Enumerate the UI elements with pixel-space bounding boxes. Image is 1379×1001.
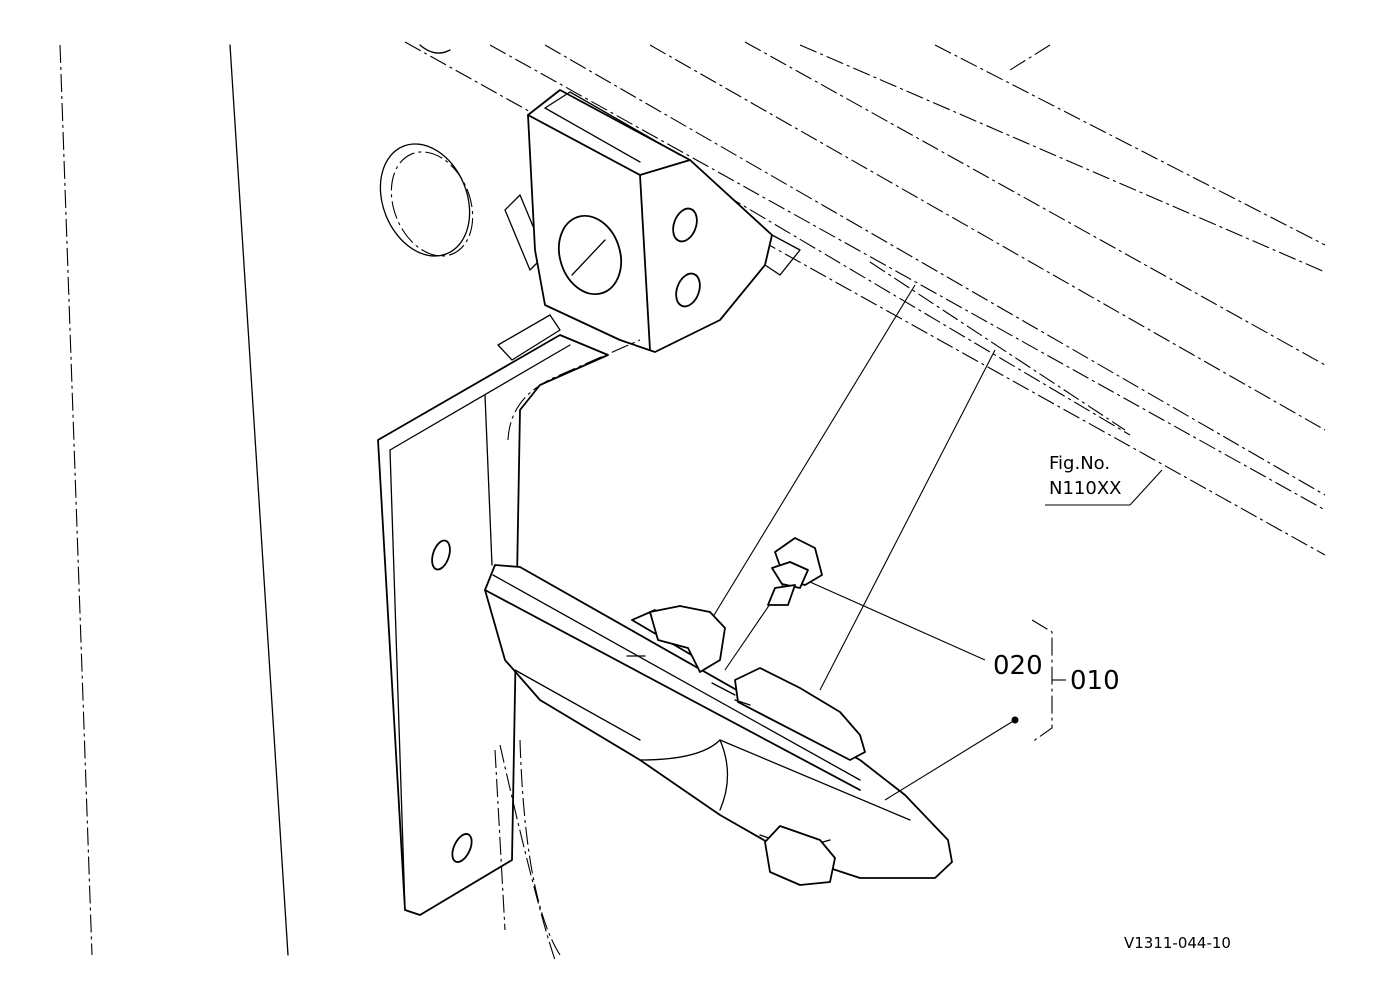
callout-part-020: 020 [993, 651, 1043, 681]
assembly-lines [707, 284, 996, 691]
figure-reference-number: N110XX [1049, 478, 1122, 499]
figure-reference-label: Fig.No. [1049, 453, 1111, 474]
mounting-bracket [504, 89, 801, 353]
lamp-assembly-010 [484, 564, 953, 886]
left-pillar [59, 44, 289, 956]
upper-frame [404, 41, 1326, 556]
drawing-number: V1311-044-10 [1124, 934, 1231, 952]
callout-leaders [809, 469, 1163, 801]
bulb-020 [767, 537, 823, 606]
panel-hole [379, 143, 474, 257]
callout-part-010: 010 [1070, 666, 1120, 696]
side-plate [377, 314, 641, 961]
